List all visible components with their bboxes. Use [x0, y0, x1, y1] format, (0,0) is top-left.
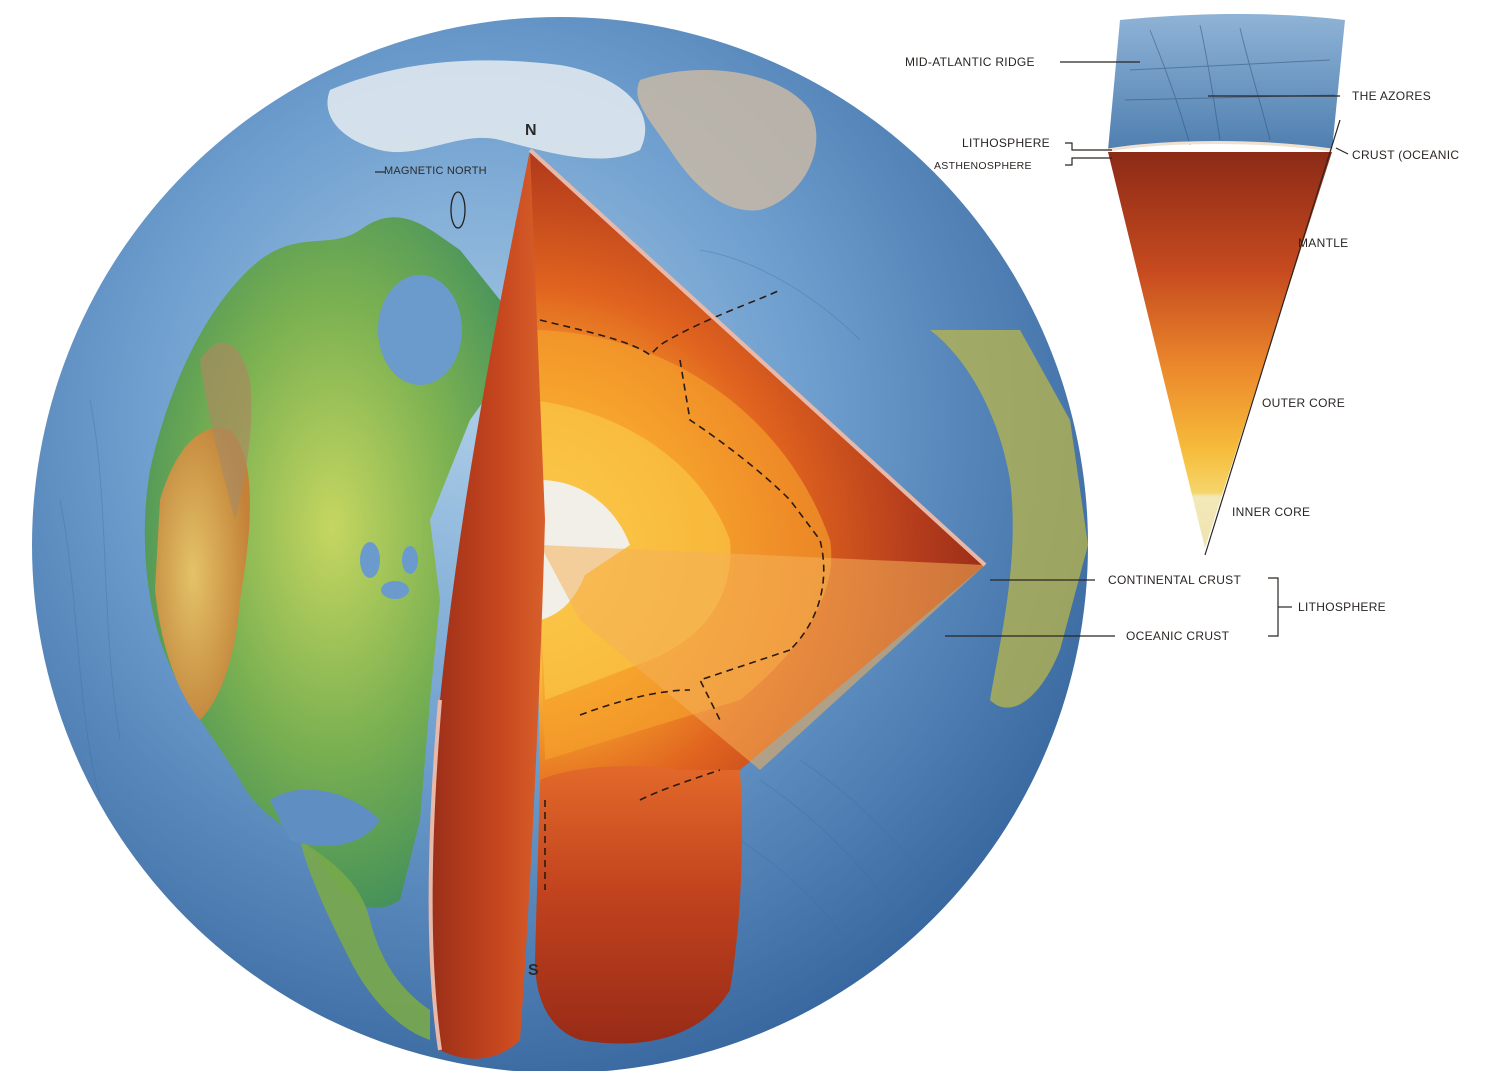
globe	[32, 17, 1088, 1071]
label-oceanic-crust: OCEANIC CRUST	[1126, 629, 1230, 643]
label-outer-core: OUTER CORE	[1262, 396, 1346, 410]
equatorial-slab	[540, 545, 985, 770]
great-lakes	[360, 542, 418, 599]
label-south-pole: S	[528, 962, 539, 979]
cutaway-front-face	[430, 150, 545, 1059]
magnetic-north-marker	[450, 191, 466, 229]
label-lithosphere-top: LITHOSPHERE	[962, 136, 1050, 150]
label-magnetic-north: MAGNETIC NORTH	[384, 165, 487, 177]
convection-arrows	[539, 289, 825, 890]
label-crust-oceanic: CRUST (OCEANIC	[1352, 148, 1460, 162]
label-mantle: MANTLE	[1298, 236, 1349, 250]
rocky-mountains	[200, 342, 252, 520]
label-lithosphere-bracket: LITHOSPHERE	[1298, 600, 1386, 614]
gulf-of-mexico	[270, 789, 380, 846]
label-mid-atlantic-ridge: MID-ATLANTIC RIDGE	[905, 55, 1035, 69]
label-north-pole: N	[525, 122, 537, 139]
wedge-crust-line	[1107, 141, 1333, 152]
arctic-landmass	[327, 60, 646, 159]
central-america	[300, 840, 430, 1040]
crust-rim-edge	[528, 148, 987, 567]
wedge-ocean-floor	[1108, 14, 1345, 150]
hudson-bay	[378, 275, 462, 385]
label-continental-crust: CONTINENTAL CRUST	[1108, 573, 1242, 587]
cutaway-lower-lobe	[535, 765, 742, 1044]
greenland	[637, 70, 817, 211]
label-asthenosphere: ASTHENOSPHERE	[934, 160, 1032, 172]
label-the-azores: THE AZORES	[1352, 89, 1432, 103]
wedge-body	[1108, 152, 1332, 548]
europe-africa-landmass	[930, 330, 1088, 708]
western-mountains	[155, 428, 250, 720]
leader-lines	[375, 61, 1349, 637]
layer-wedge-inset	[1107, 14, 1345, 548]
label-inner-core: INNER CORE	[1232, 505, 1311, 519]
